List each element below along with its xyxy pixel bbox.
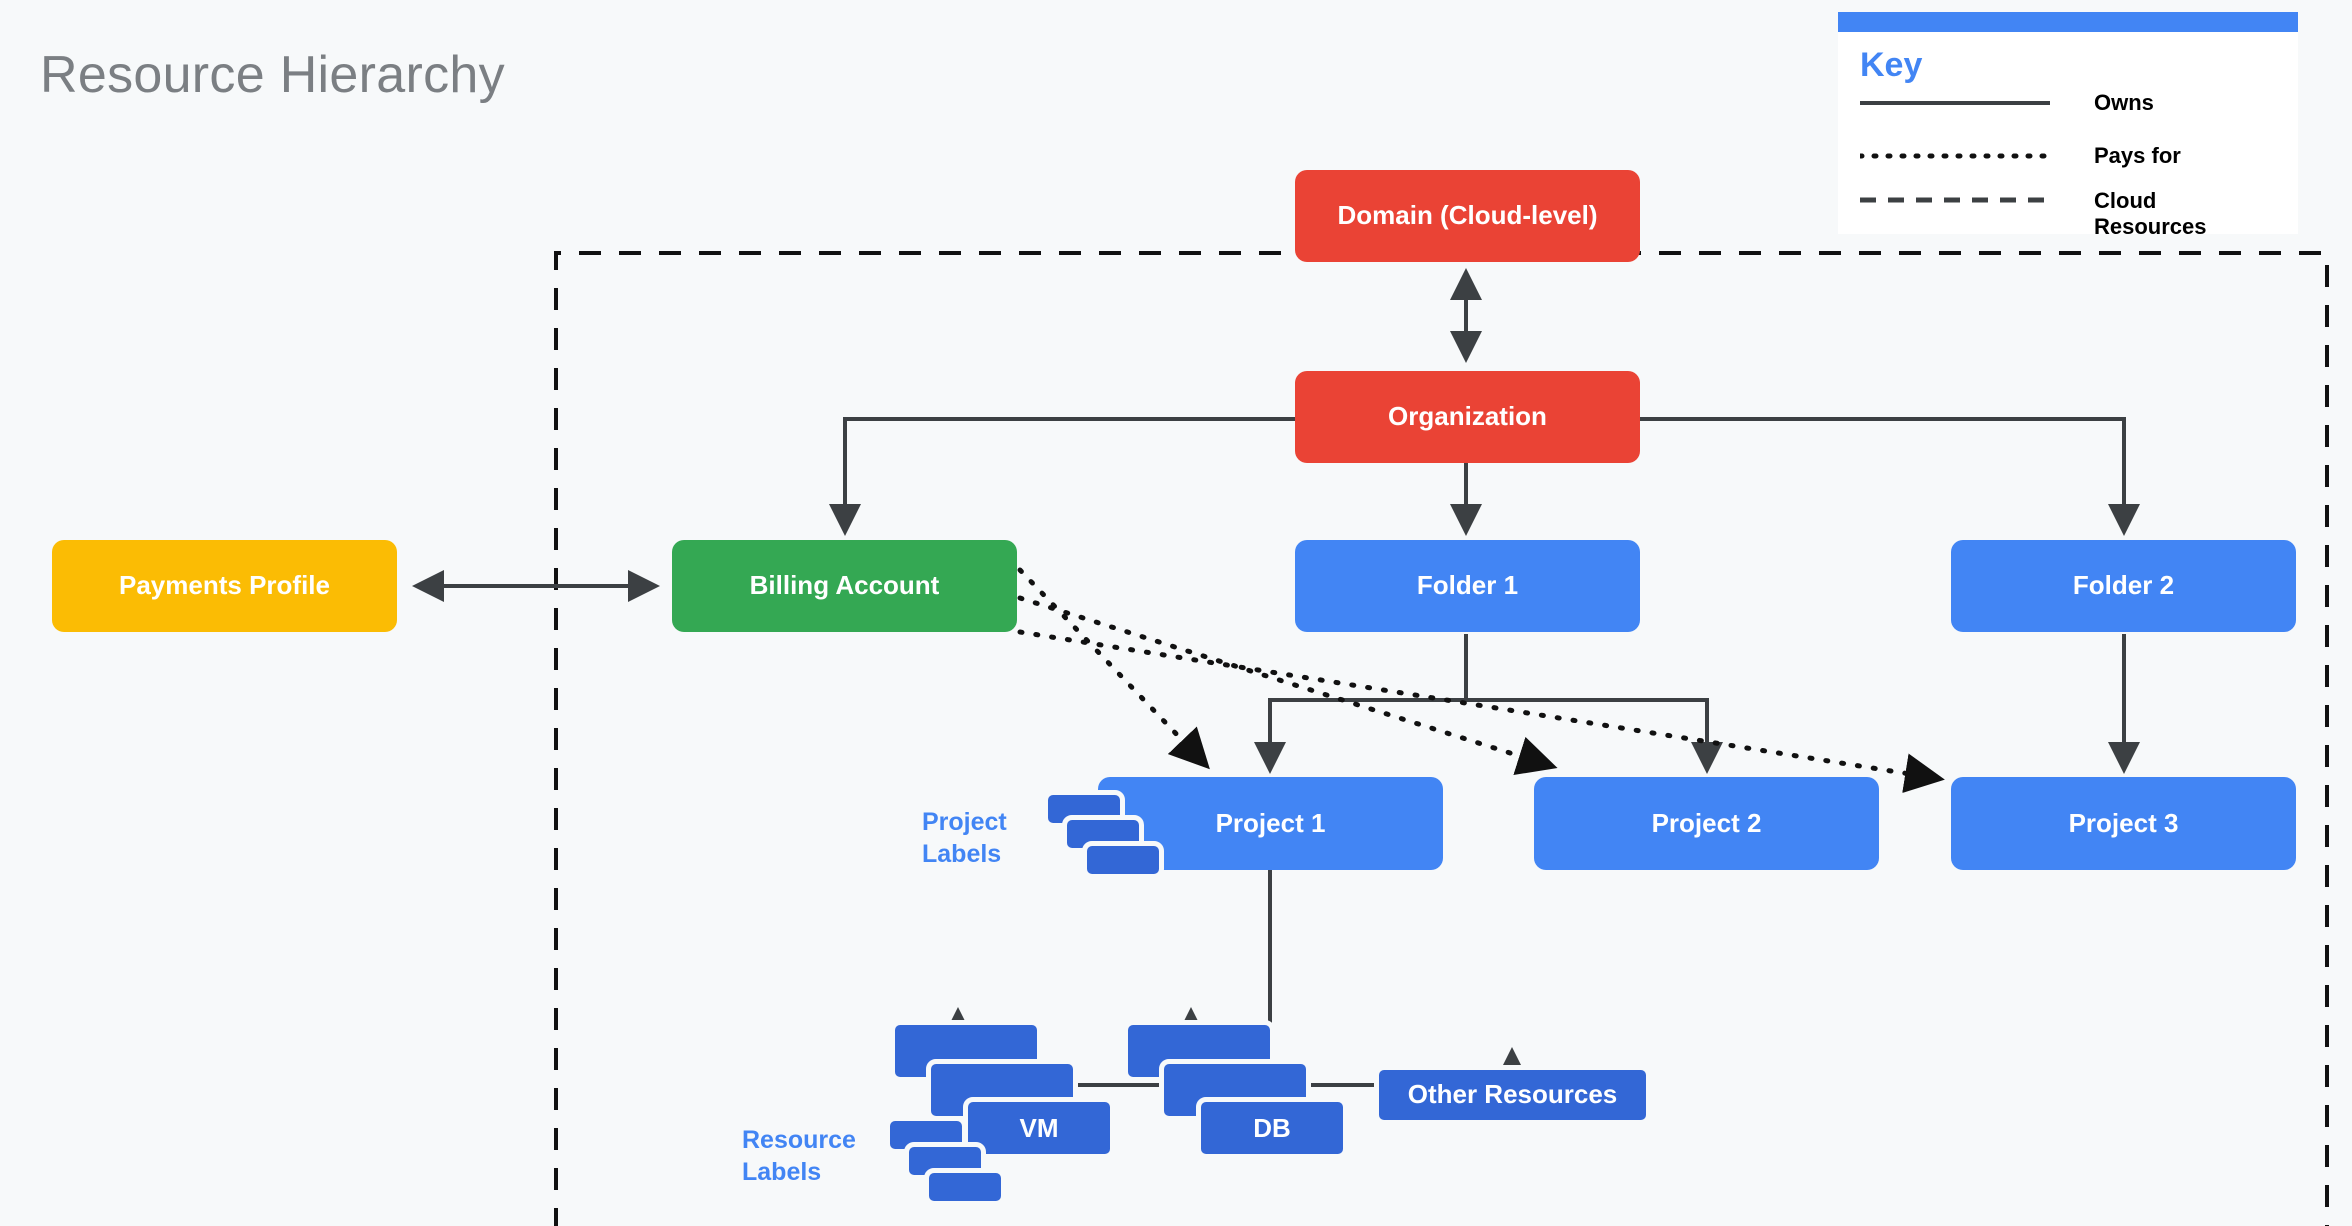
edge-org-folder2 [1638, 417, 2140, 536]
key-line-dotted-icon [1860, 153, 2050, 159]
vm-stack[interactable]: VM [885, 1020, 1150, 1220]
key-line-dashed-icon [1860, 197, 2050, 203]
node-other-resources-label: Other Resources [1407, 1079, 1618, 1110]
project-labels-stack [1043, 790, 1173, 890]
edge-folder1-project1 [1254, 698, 1466, 774]
node-payments-profile[interactable]: Payments Profile [52, 540, 397, 632]
project-label-card-3 [1082, 841, 1164, 879]
resource-label-card-3 [924, 1168, 1006, 1206]
node-folder-1[interactable]: Folder 1 [1295, 540, 1640, 632]
node-project-2-label: Project 2 [1651, 807, 1762, 838]
node-folder-2-label: Folder 2 [2072, 570, 2175, 601]
key-title: Key [1860, 46, 1923, 84]
node-other-resources[interactable]: Other Resources [1374, 1065, 1651, 1125]
key-row-owns: Owns [1860, 90, 2280, 116]
key-panel: Key Owns Pays for Cloud Resources [1838, 12, 2298, 239]
node-project-1-label: Project 1 [1215, 807, 1326, 838]
key-row-pays-for: Pays for [1860, 143, 2280, 169]
node-project-3[interactable]: Project 3 [1951, 777, 2296, 870]
node-domain-label: Domain (Cloud-level) [1337, 200, 1598, 231]
page-title: Resource Hierarchy [40, 46, 505, 104]
resource-labels-annotation: Resource Labels [742, 1126, 856, 1186]
node-organization[interactable]: Organization [1295, 371, 1640, 463]
node-folder-1-label: Folder 1 [1416, 570, 1519, 601]
node-project-2[interactable]: Project 2 [1534, 777, 1879, 870]
node-billing-account[interactable]: Billing Account [672, 540, 1017, 632]
db-stack[interactable]: DB [1123, 1020, 1348, 1165]
node-payments-profile-label: Payments Profile [119, 570, 330, 601]
key-line-solid-icon [1860, 101, 2050, 106]
project-labels-annotation: Project Labels [922, 808, 1007, 868]
cloud-resources-boundary [554, 251, 2329, 1226]
node-project-3-label: Project 3 [2068, 807, 2179, 838]
key-label-owns: Owns [2094, 90, 2154, 115]
db-card-front: DB [1196, 1097, 1348, 1159]
node-billing-account-label: Billing Account [749, 570, 940, 601]
key-label-pays-for: Pays for [2094, 143, 2181, 168]
key-row-cloud-resources: Cloud Resources [1860, 188, 2280, 241]
node-folder-2[interactable]: Folder 2 [1951, 540, 2296, 632]
edge-billing-project3 [1017, 629, 1945, 794]
key-label-cloud-resources: Cloud Resources [2094, 188, 2207, 240]
key-accent-bar [1838, 12, 2298, 32]
edge-folder1-project2 [1466, 698, 1723, 774]
node-vm-label: VM [1019, 1112, 1059, 1143]
edge-billing-project1 [1017, 567, 1210, 770]
node-domain[interactable]: Domain (Cloud-level) [1295, 170, 1640, 262]
node-organization-label: Organization [1388, 401, 1547, 432]
edge-org-billing [829, 417, 1295, 536]
node-db-label: DB [1253, 1112, 1291, 1143]
